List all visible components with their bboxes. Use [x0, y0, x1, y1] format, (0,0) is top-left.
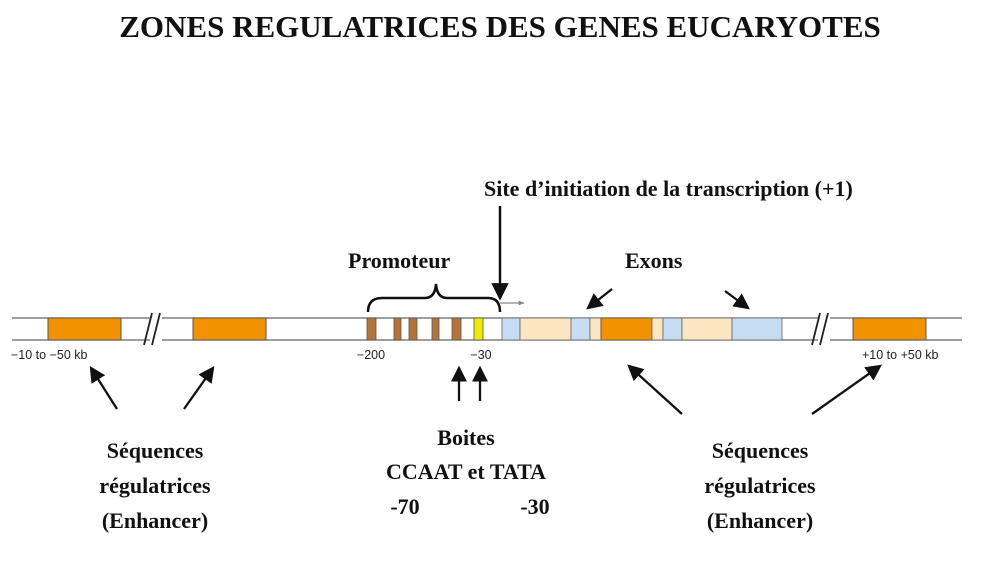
exon	[501, 317, 521, 341]
page-title: ZONES REGULATRICES DES GENES EUCARYOTES	[119, 9, 880, 44]
enhancer-box-left-1	[47, 317, 122, 341]
label-ccaat-tata: CCAAT et TATA	[386, 459, 546, 484]
label-enhancer-right-2: régulatrices	[704, 473, 816, 498]
break-mark-left	[143, 312, 161, 346]
intron	[519, 317, 572, 341]
arrow-enhancer-left-2	[183, 366, 215, 410]
intron	[651, 317, 664, 341]
arrow-enhancer-right	[811, 364, 882, 415]
promoter-element	[451, 317, 462, 341]
enhancer-box-left-2	[192, 317, 267, 341]
label-enhancer-left-1: Séquences	[107, 438, 204, 463]
arrow-enhancer-intronic	[627, 364, 683, 415]
label-enhancer-right-3: (Enhancer)	[707, 508, 813, 533]
promoter-element	[393, 317, 402, 341]
tick-label-minus200: −200	[357, 348, 385, 362]
label-enhancer-left-3: (Enhancer)	[102, 508, 208, 533]
label-boites: Boites	[437, 425, 495, 450]
tick-label-left-range: −10 to −50 kb	[11, 348, 88, 362]
enhancer-box-right	[852, 317, 927, 341]
label-promoteur: Promoteur	[348, 248, 450, 273]
label-site-initiation: Site d’initiation de la transcription (+…	[484, 176, 853, 201]
tick-label-minus30: −30	[470, 348, 491, 362]
exon	[662, 317, 683, 341]
exon	[731, 317, 783, 341]
arrow-exon-left	[586, 288, 613, 310]
label-enhancer-right-1: Séquences	[712, 438, 809, 463]
tata-box	[473, 317, 484, 341]
label-enhancer-left-2: régulatrices	[99, 473, 211, 498]
label-minus70: -70	[390, 494, 419, 519]
promoter-element	[431, 317, 440, 341]
break-mark-right	[811, 312, 829, 346]
promoter-elements	[366, 317, 484, 341]
label-exons: Exons	[625, 248, 683, 273]
promoteur-brace	[366, 283, 502, 313]
intron	[589, 317, 602, 341]
arrow-exon-right	[724, 290, 750, 310]
tick-label-right-range: +10 to +50 kb	[862, 348, 939, 362]
arrow-enhancer-left-1	[89, 365, 118, 410]
promoter-element	[408, 317, 418, 341]
promoter-element	[366, 317, 377, 341]
intron	[681, 317, 733, 341]
gene-body	[501, 317, 783, 341]
label-minus30: -30	[520, 494, 549, 519]
enhancer-box-intronic	[600, 317, 653, 341]
exon	[570, 317, 591, 341]
